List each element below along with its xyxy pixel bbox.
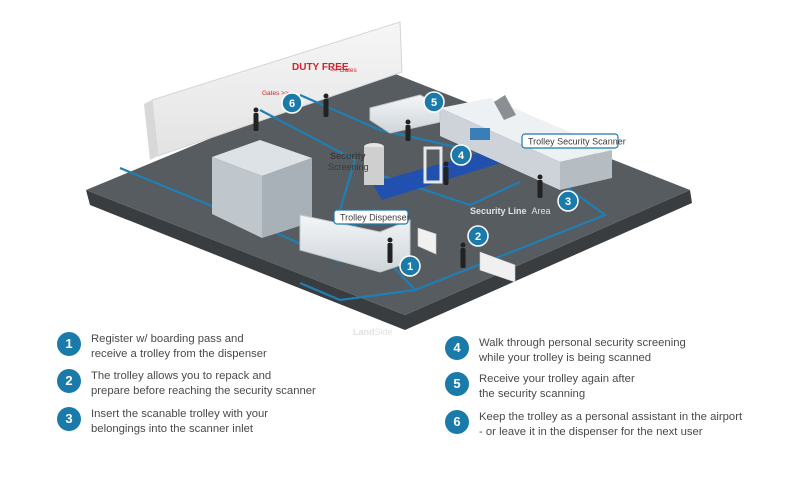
passenger <box>460 242 466 268</box>
dispenser-front <box>212 157 262 238</box>
scanner-side <box>560 150 612 190</box>
security-screening-label-line1: Security <box>330 151 366 161</box>
marker-4-number: 4 <box>458 150 465 162</box>
marker-5: 5 <box>423 91 445 113</box>
gates-right-sign: << Gates <box>330 67 357 74</box>
step-6-text: Keep the trolley as a personal assistant… <box>479 410 742 440</box>
step-5-line2: the security scanning <box>479 388 586 400</box>
trolley-security-scanner-tag-text: Trolley Security Scanner <box>528 137 626 147</box>
step-2-line1: The trolley allows you to repack and <box>91 370 272 382</box>
scanner-hood <box>494 95 516 120</box>
step-6: 6 Keep the trolley as a personal assista… <box>445 410 785 444</box>
step-6-line2: - or leave it in the dispenser for the n… <box>479 426 703 438</box>
passenger <box>323 93 329 117</box>
marker-2: 2 <box>467 225 489 247</box>
screening-gate <box>423 146 443 184</box>
security-line-label-line1: Security Line <box>470 206 527 216</box>
step-2: 2 The trolley allows you to repack and p… <box>57 369 397 403</box>
entry-counter <box>369 94 441 134</box>
marker-6: 6 <box>281 92 303 114</box>
marker-6-number: 6 <box>289 98 295 110</box>
trolley-dispenser-tag <box>333 209 409 225</box>
step-4-text: Walk through personal security screening… <box>479 336 686 366</box>
scanner-window <box>470 128 490 140</box>
marker-3: 3 <box>557 190 579 212</box>
step-5: 5 Receive your trolley again after the s… <box>445 372 785 406</box>
step-4-number: 4 <box>445 336 469 360</box>
step-3-line1: Insert the scanable trolley with your <box>91 408 269 420</box>
step-3-line2: belongings into the scanner inlet <box>91 423 254 435</box>
step-6-line1: Keep the trolley as a personal assistant… <box>479 411 743 423</box>
step-5-line1: Receive your trolley again after <box>479 373 635 385</box>
back-wall <box>151 21 403 157</box>
step-2-text: The trolley allows you to repack and pre… <box>91 369 316 399</box>
security-line-label: Security Line Area <box>470 206 551 216</box>
duty-free-sign: DUTY FREE <box>292 62 349 73</box>
passenger <box>253 107 259 131</box>
passenger <box>537 174 543 198</box>
step-5-number: 5 <box>445 372 469 396</box>
screening-pillar <box>364 147 384 185</box>
passengers <box>253 93 543 268</box>
marker-2-number: 2 <box>475 231 481 243</box>
marker-1: 1 <box>399 255 421 277</box>
step-4: 4 Walk through personal security screeni… <box>445 336 785 370</box>
step-3-text: Insert the scanable trolley with your be… <box>91 407 268 437</box>
step-3-number: 3 <box>57 407 81 431</box>
trolley-security-scanner-tag <box>521 133 619 149</box>
marker-1-number: 1 <box>407 261 413 273</box>
gates-left-sign: Gates >> <box>262 90 289 97</box>
landside-label-line1: Land <box>353 327 375 337</box>
step-1-line1: Register w/ boarding pass and <box>91 333 244 345</box>
step-3: 3 Insert the scanable trolley with your … <box>57 407 397 441</box>
back-wall-end <box>144 100 158 160</box>
step-4-line2: while your trolley is being scanned <box>479 352 652 364</box>
step-2-number: 2 <box>57 369 81 393</box>
step-4-line1: Walk through personal security screening <box>479 337 686 349</box>
marker-5-number: 5 <box>431 97 437 109</box>
marker-4: 4 <box>450 144 472 166</box>
landside-label-line2: Side <box>375 327 393 337</box>
step-1: 1 Register w/ boarding pass and receive … <box>57 332 397 366</box>
passenger <box>443 161 449 185</box>
step-2-line2: prepare before reaching the security sca… <box>91 385 316 397</box>
security-line-label-line2: Area <box>532 206 551 216</box>
step-1-text: Register w/ boarding pass and receive a … <box>91 332 267 362</box>
step-1-line2: receive a trolley from the dispenser <box>91 348 267 360</box>
step-1-number: 1 <box>57 332 81 356</box>
security-screening-label-line2: Screening <box>328 162 369 172</box>
step-5-text: Receive your trolley again after the sec… <box>479 372 635 402</box>
landside-label: LandSide <box>353 327 393 337</box>
passenger <box>405 119 411 141</box>
trolley-dispenser-tag-text: Trolley Dispenser <box>340 213 410 223</box>
railings <box>417 227 516 283</box>
step-6-number: 6 <box>445 410 469 434</box>
passenger <box>387 237 393 263</box>
marker-3-number: 3 <box>565 196 571 208</box>
